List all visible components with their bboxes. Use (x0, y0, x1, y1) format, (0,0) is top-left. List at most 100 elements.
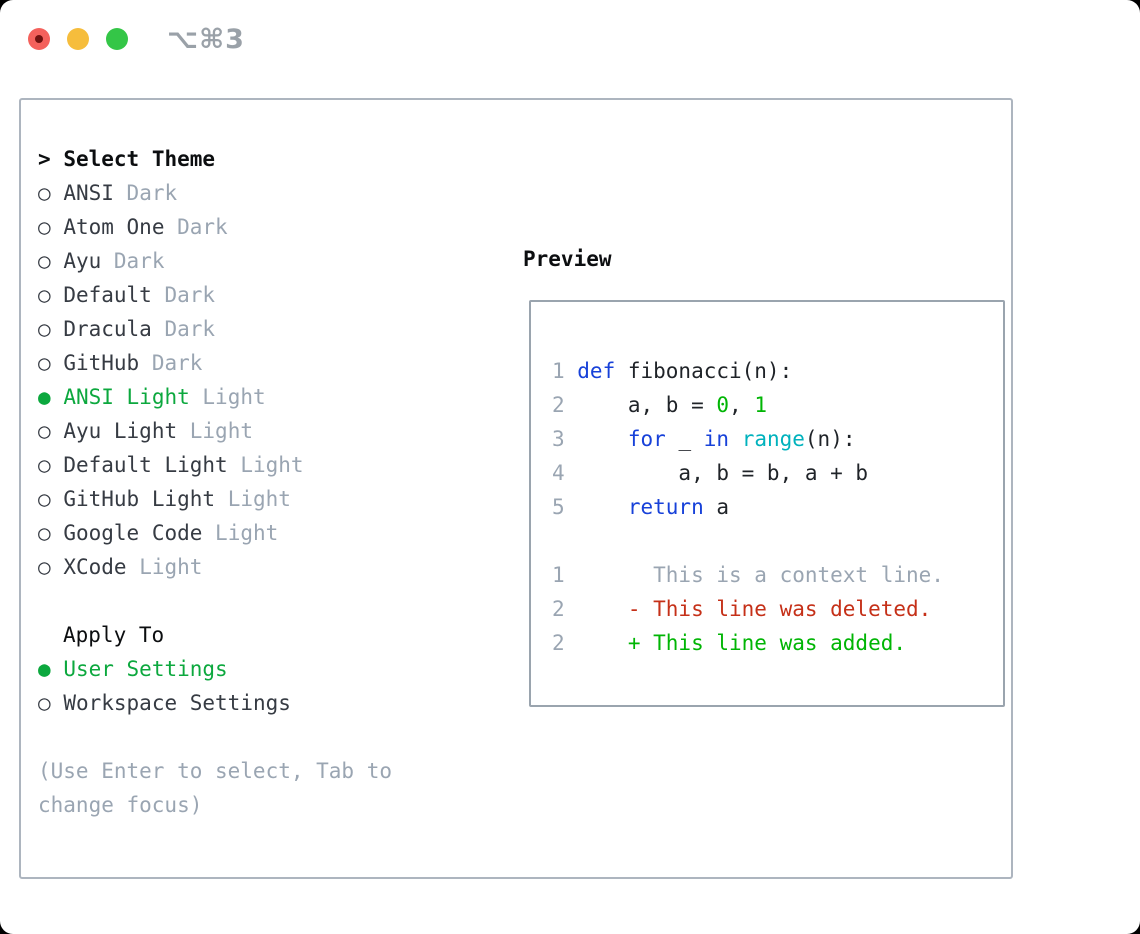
theme-name: ANSI Light (63, 385, 190, 409)
radio-icon: ○ (38, 487, 51, 511)
apply-option[interactable]: ● User Settings (38, 652, 468, 686)
theme-name: XCode (63, 555, 127, 579)
line-number: 4 (552, 461, 565, 485)
radio-icon: ● (38, 385, 51, 409)
zoom-button[interactable] (106, 28, 128, 50)
code-segment: 0 (716, 393, 730, 417)
theme-item[interactable]: ○ Ayu Light Light (38, 414, 468, 448)
theme-name: Default (63, 283, 152, 307)
apply-option-label: Workspace Settings (63, 691, 291, 715)
code-segment: (n): (804, 427, 856, 451)
code-segment: a (703, 495, 730, 519)
theme-variant-tag: Light (202, 385, 266, 409)
radio-icon: ○ (38, 283, 51, 307)
code-segment (577, 495, 628, 519)
code-line: 2 + This line was added. (552, 626, 1003, 660)
code-segment: 1 (754, 393, 767, 417)
theme-name: Ayu Light (63, 419, 178, 443)
theme-name: GitHub (63, 351, 140, 375)
theme-list-header-label: Select Theme (63, 147, 216, 171)
theme-variant-tag: Dark (113, 249, 165, 273)
theme-list: ○ ANSI Dark○ Atom One Dark○ Ayu Dark○ De… (38, 176, 468, 584)
spacer (38, 584, 468, 618)
theme-variant-tag: Dark (177, 215, 228, 239)
theme-name: ANSI (63, 181, 114, 205)
theme-item[interactable]: ○ XCode Light (38, 550, 468, 584)
radio-icon: ○ (38, 215, 51, 239)
line-number: 2 (552, 597, 565, 621)
theme-variant-tag: Dark (126, 181, 178, 205)
cursor-prefix-icon: > (38, 147, 51, 171)
theme-variant-tag: Light (227, 487, 291, 511)
code-line: 2 a, b = 0, 1 (552, 388, 1003, 422)
line-number: 5 (552, 495, 565, 519)
radio-icon: ○ (38, 249, 51, 273)
code-segment: , (729, 393, 755, 417)
minimize-button[interactable] (67, 28, 89, 50)
radio-icon: ○ (38, 691, 51, 715)
code-line: 2 - This line was deleted. (552, 592, 1003, 626)
theme-name: Ayu (63, 249, 102, 273)
line-number: 2 (552, 631, 565, 655)
theme-item[interactable]: ○ Google Code Light (38, 516, 468, 550)
theme-item[interactable]: ○ GitHub Dark (38, 346, 468, 380)
apply-to-header: Apply To (63, 623, 165, 647)
code-segment: in (703, 427, 730, 451)
theme-list-header: > Select Theme (38, 142, 468, 176)
code-segment: _ (665, 427, 704, 451)
theme-item[interactable]: ○ GitHub Light Light (38, 482, 468, 516)
theme-name: Google Code (63, 521, 203, 545)
theme-item[interactable]: ○ Atom One Dark (38, 210, 468, 244)
preview-label: Preview (523, 247, 612, 271)
code-segment: def (577, 359, 628, 383)
code-line: 1 This is a context line. (552, 558, 1003, 592)
theme-item[interactable]: ○ ANSI Dark (38, 176, 468, 210)
line-number: 2 (552, 393, 565, 417)
theme-item[interactable]: ○ Dracula Dark (38, 312, 468, 346)
code-line: 5 return a (552, 490, 1003, 524)
radio-icon: ○ (38, 555, 51, 579)
apply-option[interactable]: ○ Workspace Settings (38, 686, 468, 720)
code-segment: return (627, 495, 704, 519)
code-line: 4 a, b = b, a + b (552, 456, 1003, 490)
close-button[interactable] (28, 28, 50, 50)
theme-name: Atom One (63, 215, 165, 239)
code-segment: a, b = (577, 393, 717, 417)
radio-icon: ○ (38, 351, 51, 375)
code-segment: + This line was added. (577, 631, 907, 655)
theme-item[interactable]: ○ Ayu Dark (38, 244, 468, 278)
radio-icon: ○ (38, 521, 51, 545)
theme-item[interactable]: ○ Default Light Light (38, 448, 468, 482)
spacer (38, 720, 468, 754)
radio-icon: ○ (38, 317, 51, 341)
theme-variant-tag: Light (215, 521, 279, 545)
theme-item[interactable]: ● ANSI Light Light (38, 380, 468, 414)
code-segment: a, b = b, a + b (577, 461, 869, 485)
hint-text: (Use Enter to select, Tab to change focu… (38, 759, 393, 817)
left-column: > Select Theme ○ ANSI Dark○ Atom One Dar… (38, 142, 468, 822)
code-segment (577, 427, 628, 451)
theme-variant-tag: Light (240, 453, 304, 477)
theme-name: Default Light (63, 453, 228, 477)
window-title: ⌥⌘3 (167, 24, 245, 55)
code-segment: This is a context line. (577, 563, 944, 587)
theme-variant-tag: Light (139, 555, 203, 579)
code-segment: fibonacci(n): (627, 359, 793, 383)
code-line: 3 for _ in range(n): (552, 422, 1003, 456)
theme-item[interactable]: ○ Default Dark (38, 278, 468, 312)
theme-variant-tag: Light (189, 419, 253, 443)
radio-icon: ○ (38, 453, 51, 477)
radio-icon: ○ (38, 181, 51, 205)
theme-variant-tag: Dark (164, 317, 216, 341)
line-number: 1 (552, 563, 565, 587)
line-number: 3 (552, 427, 565, 451)
theme-variant-tag: Dark (151, 351, 203, 375)
theme-name: GitHub Light (63, 487, 216, 511)
theme-name: Dracula (63, 317, 152, 341)
apply-option-label: User Settings (63, 657, 228, 681)
